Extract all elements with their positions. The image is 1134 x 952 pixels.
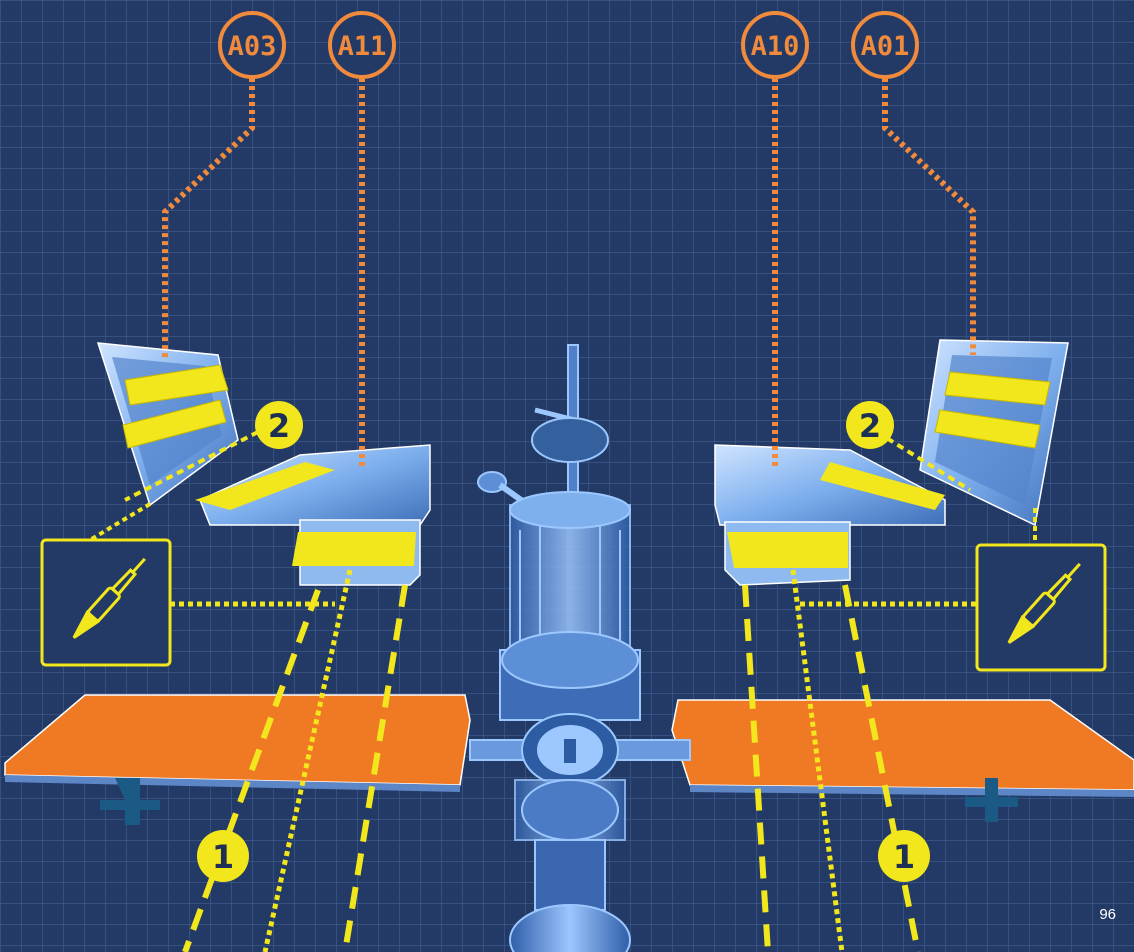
right-plate-a10 xyxy=(714,444,946,586)
part-label-a10: A10 xyxy=(741,11,809,79)
step-badge-left-1: 1 xyxy=(197,830,249,882)
part-label-a11: A11 xyxy=(328,11,396,79)
part-label-a03-text: A03 xyxy=(228,31,277,62)
step-guide-lines xyxy=(88,430,1037,952)
step-number: 2 xyxy=(859,407,881,445)
part-leader-lines xyxy=(162,78,976,468)
soldering-iron-icon xyxy=(72,557,146,639)
leader-a03 xyxy=(162,78,255,358)
right-bracket-a01 xyxy=(919,339,1069,527)
soldering-iron-icon xyxy=(1007,562,1081,644)
part-label-a01-text: A01 xyxy=(861,31,910,62)
part-label-a11-text: A11 xyxy=(338,31,387,62)
step-number: 1 xyxy=(212,838,234,876)
left-plate-a11 xyxy=(195,444,431,586)
left-orange-board xyxy=(4,694,471,825)
step-number: 2 xyxy=(268,407,290,445)
right-tool-box xyxy=(975,543,1107,672)
page-number: 96 xyxy=(1099,906,1116,923)
step-badge-right-1: 1 xyxy=(878,830,930,882)
part-label-a01: A01 xyxy=(851,11,919,79)
part-label-a03: A03 xyxy=(218,11,286,79)
central-station-model xyxy=(469,344,691,952)
step-badge-right-2: 2 xyxy=(846,401,894,449)
leader-a01 xyxy=(882,78,976,355)
part-label-a10-text: A10 xyxy=(751,31,800,62)
step-number: 1 xyxy=(893,838,915,876)
right-orange-board xyxy=(671,699,1134,822)
left-tool-box xyxy=(40,538,172,667)
step-badge-left-2: 2 xyxy=(255,401,303,449)
left-bracket-a03 xyxy=(96,342,239,507)
